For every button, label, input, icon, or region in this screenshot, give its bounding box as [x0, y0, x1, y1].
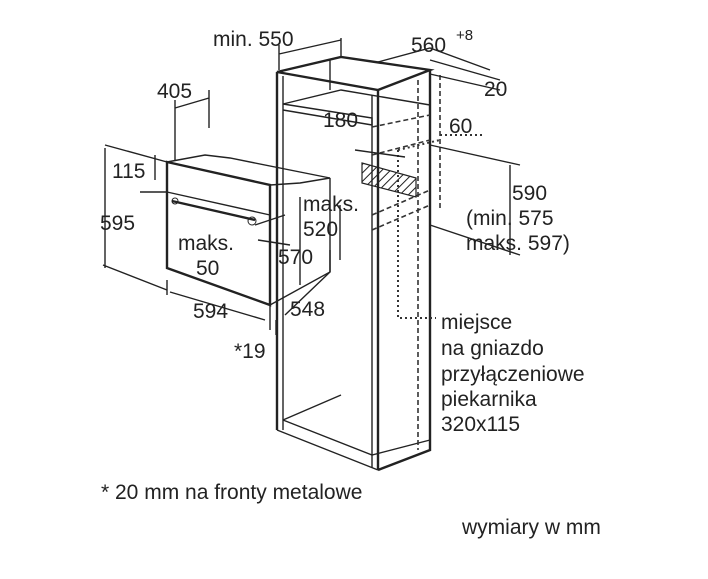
- socket-note-line: przyłączeniowe: [441, 363, 585, 386]
- dim-590: 590: [512, 182, 547, 205]
- dim-548: 548: [290, 298, 325, 321]
- dim-594: 594: [193, 300, 228, 323]
- dim-min-550: min. 550: [213, 28, 294, 51]
- dim-max-50-value: 50: [196, 257, 219, 280]
- dim-115: 115: [112, 160, 145, 183]
- dim-19: *19: [234, 340, 266, 363]
- dim-560: 560: [411, 34, 446, 57]
- dim-595: 595: [100, 212, 135, 235]
- socket-area: [361, 139, 441, 319]
- dim-570: 570: [278, 246, 313, 269]
- footnote: * 20 mm na fronty metalowe: [101, 481, 362, 504]
- dim-max-520-value: 520: [303, 218, 338, 241]
- dim-max-520-label: maks.: [303, 193, 359, 216]
- dim-180: 180: [323, 109, 358, 132]
- socket-note-line: 320x115: [441, 413, 520, 436]
- dim-max-50-label: maks.: [178, 232, 234, 255]
- dim-60: 60: [449, 115, 472, 138]
- units-note: wymiary w mm: [461, 516, 601, 539]
- socket-note-line: na gniazdo: [441, 337, 544, 360]
- socket-note-line: miejsce: [441, 311, 512, 334]
- dim-590-min: (min. 575: [466, 207, 554, 230]
- socket-note: miejsce na gniazdo przyłączeniowe piekar…: [441, 311, 585, 436]
- dim-20: 20: [484, 78, 507, 101]
- dim-590-max: maks. 597): [466, 232, 570, 255]
- dim-560-tolerance: +8: [456, 27, 473, 44]
- socket-note-line: piekarnika: [441, 388, 537, 411]
- dimension-lines: [102, 38, 521, 335]
- dim-405: 405: [157, 80, 192, 103]
